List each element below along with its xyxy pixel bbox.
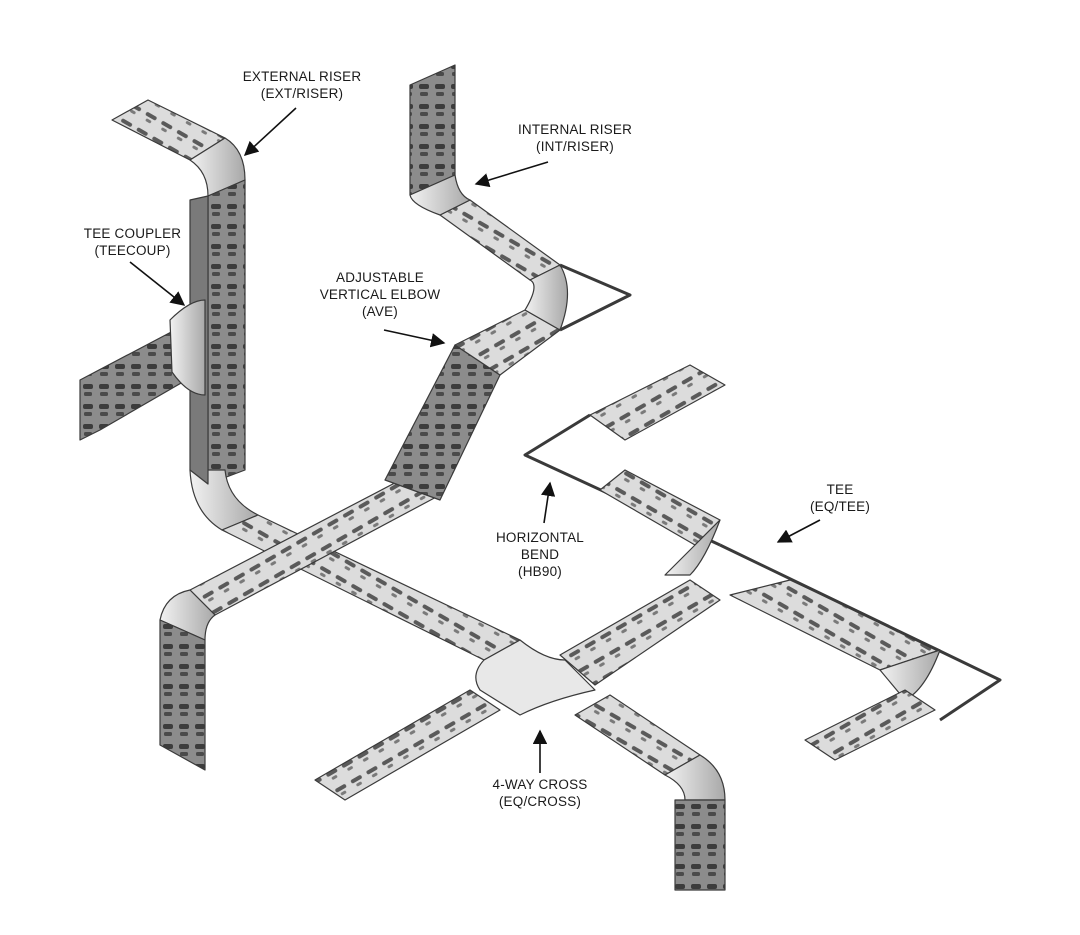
cross-right-arm <box>559 579 721 686</box>
label-internal-riser: INTERNAL RISER (INT/RISER) <box>505 121 645 155</box>
internal-riser-tray <box>439 199 561 281</box>
label-four-way-cross: 4-WAY CROSS (EQ/CROSS) <box>470 776 610 810</box>
arrow-tee-coupler <box>129 261 186 306</box>
tee-right-tray <box>729 579 941 671</box>
label-horizontal-bend: HORIZONTAL BEND (HB90) <box>480 529 600 580</box>
tee-right-rail <box>719 543 1002 722</box>
tray-system <box>79 64 1002 891</box>
tee-upper-arm <box>589 364 726 441</box>
internal-riser-bend <box>409 174 471 216</box>
four-way-cross-center <box>475 639 596 716</box>
ave-title-line2: VERTICAL ELBOW <box>319 287 441 302</box>
cross-lower-right-drop <box>674 799 726 891</box>
tee-lower-right-arm <box>804 689 936 761</box>
external-riser-title: EXTERNAL RISER <box>242 69 362 84</box>
tee-middle-bend <box>664 519 721 576</box>
horizontal-bend-code: (HB90) <box>518 564 562 579</box>
left-drop-bend <box>159 589 216 641</box>
cross-lower-left-arm <box>314 689 501 801</box>
horizontal-bend-title-line2: BEND <box>520 547 560 562</box>
ave-incline <box>384 344 501 501</box>
external-riser-code: (EXT/RISER) <box>260 86 344 101</box>
internal-riser-vertical <box>409 64 456 196</box>
tee-title: TEE <box>826 482 854 497</box>
ave-title-line1: ADJUSTABLE <box>335 270 425 285</box>
arrow-horizontal-bend <box>540 481 556 524</box>
arrow-ave <box>383 329 446 348</box>
hb90-frame <box>559 263 632 332</box>
internal-riser-code: (INT/RISER) <box>536 139 614 154</box>
arrow-external-riser <box>243 107 297 156</box>
tee-code: (EQ/TEE) <box>809 499 871 514</box>
arrow-tee <box>776 519 821 543</box>
label-tee-coupler: TEE COUPLER (TEECOUP) <box>70 225 195 259</box>
left-drop-vertical <box>159 619 206 771</box>
label-adjustable-vertical-elbow: ADJUSTABLE VERTICAL ELBOW (AVE) <box>310 269 450 320</box>
tee-coupler-code: (TEECOUP) <box>94 243 171 258</box>
tee-coupler-joint <box>169 299 206 396</box>
tee-middle-tray <box>599 469 721 546</box>
horizontal-bend-title-line1: HORIZONTAL <box>495 530 584 545</box>
label-tee: TEE (EQ/TEE) <box>790 481 890 515</box>
internal-riser-title: INTERNAL RISER <box>517 122 633 137</box>
four-way-cross-title: 4-WAY CROSS <box>492 777 588 792</box>
ave-code: (AVE) <box>361 304 398 319</box>
ext-riser-vertical <box>207 179 246 485</box>
four-way-cross-code: (EQ/CROSS) <box>498 794 582 809</box>
tee-coupler-title: TEE COUPLER <box>83 226 182 241</box>
label-external-riser: EXTERNAL RISER (EXT/RISER) <box>232 68 372 102</box>
cross-lower-right-arm <box>574 694 701 776</box>
arrow-internal-riser <box>474 161 549 188</box>
leader-arrows <box>129 107 821 773</box>
